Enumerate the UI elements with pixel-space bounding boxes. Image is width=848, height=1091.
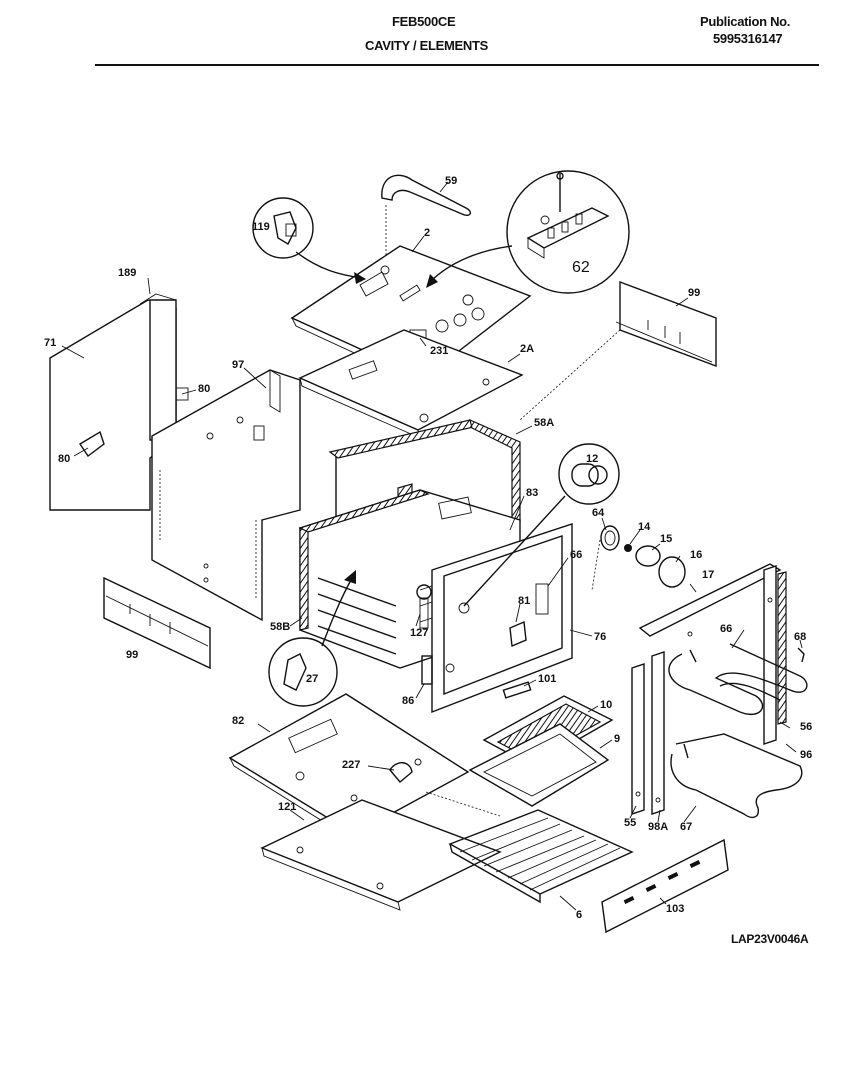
label-127: 127: [410, 627, 428, 639]
callout-27: [268, 570, 356, 707]
side-panel-71: [49, 293, 189, 511]
label-86: 86: [402, 695, 414, 707]
label-81: 81: [518, 595, 530, 607]
label-97: 97: [232, 359, 244, 371]
knob-assembly-parts: [591, 525, 697, 593]
drawing-code: LAP23V0046A: [731, 932, 809, 946]
label-83: 83: [526, 487, 538, 499]
label-58B: 58B: [270, 621, 290, 633]
label-58A: 58A: [534, 417, 554, 429]
side-panel-97: [151, 369, 301, 622]
bottom-support-55: [631, 651, 665, 815]
publication-number: 5995316147: [713, 31, 783, 46]
label-64: 64: [592, 507, 605, 519]
bottom-plate-121: [260, 791, 502, 911]
label-227: 227: [342, 759, 360, 771]
label-189: 189: [118, 267, 136, 279]
label-10: 10: [600, 699, 612, 711]
publication-label: Publication No.: [700, 14, 791, 29]
clip-68: [797, 647, 805, 663]
sensor-127-part: [416, 584, 432, 629]
label-59: 59: [445, 175, 457, 187]
label-99-top: 99: [688, 287, 700, 299]
callout-12: [463, 443, 620, 607]
bracket-101-part: [502, 681, 532, 699]
part-labels: 59 2 119 62 99 189 71 231 2A 97 80 80 58…: [44, 175, 812, 921]
label-17: 17: [702, 569, 714, 581]
label-55: 55: [624, 817, 636, 829]
control-plate-part: [290, 245, 532, 387]
callout-62: [426, 170, 630, 294]
section-title: CAVITY / ELEMENTS: [365, 38, 488, 53]
label-67: 67: [680, 821, 692, 833]
label-99-bottom: 99: [126, 649, 138, 661]
label-14: 14: [638, 521, 651, 533]
broil-pan-part: [468, 723, 610, 807]
oven-rack-part: [448, 809, 634, 904]
broil-element-67: [670, 733, 803, 819]
header-rule: [95, 64, 819, 66]
label-12: 12: [586, 453, 598, 465]
label-2A: 2A: [520, 343, 534, 355]
trim-rail-103: [601, 838, 729, 934]
label-15: 15: [660, 533, 672, 545]
label-66-frame: 66: [570, 549, 582, 561]
front-frame-part: [431, 523, 573, 714]
label-56: 56: [800, 721, 812, 733]
vent-tube-part: [381, 174, 472, 262]
label-231: 231: [430, 345, 448, 357]
label-76: 76: [594, 631, 606, 643]
label-68: 68: [794, 631, 806, 643]
callout-119: [252, 197, 366, 284]
label-9: 9: [614, 733, 620, 745]
label-119: 119: [252, 221, 270, 233]
label-101: 101: [538, 673, 556, 685]
label-98A: 98A: [648, 821, 668, 833]
label-82: 82: [232, 715, 244, 727]
label-2: 2: [424, 227, 430, 239]
label-96: 96: [800, 749, 812, 761]
label-27: 27: [306, 673, 318, 685]
label-16: 16: [690, 549, 702, 561]
label-66-element: 66: [720, 623, 732, 635]
panel-99-top: [519, 280, 717, 421]
label-62: 62: [572, 259, 590, 276]
label-80-lower: 80: [58, 453, 70, 465]
label-6: 6: [576, 909, 582, 921]
label-121: 121: [278, 801, 296, 813]
leader-lines: [61, 181, 803, 911]
top-liner-plate-part: [298, 329, 524, 439]
model-number: FEB500CE: [392, 14, 456, 29]
label-71: 71: [44, 337, 56, 349]
bake-element-66: [668, 643, 808, 715]
panel-99-bottom: [103, 576, 211, 670]
hinge-86-part: [421, 655, 433, 685]
label-103: 103: [666, 903, 684, 915]
label-80-upper: 80: [198, 383, 210, 395]
